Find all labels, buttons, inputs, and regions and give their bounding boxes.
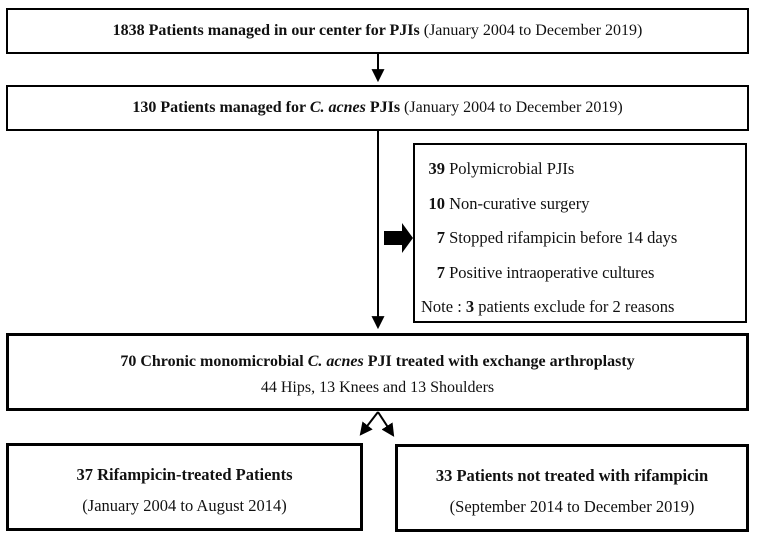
box-chronic-species: C. acnes xyxy=(307,353,364,370)
exclusion-row: 10 Non-curative surgery xyxy=(421,187,741,222)
box-total-patients-bold: 1838 Patients managed in our center for … xyxy=(112,22,420,39)
box-rifampicin-title: 37 Rifampicin-treated Patients xyxy=(76,465,293,484)
box-cacnes-species: C. acnes xyxy=(309,99,366,116)
box-no-rifampicin-title: 33 Patients not treated with rifampicin xyxy=(435,466,709,485)
box-rifampicin-dates: (January 2004 to August 2014) xyxy=(82,496,287,515)
exclusion-count: 39 xyxy=(428,159,446,178)
box-no-rifampicin: 33 Patients not treated with rifampicin … xyxy=(395,444,749,532)
exclusion-label: Positive intraoperative cultures xyxy=(445,262,655,282)
exclusion-count: 10 xyxy=(428,193,446,213)
box-no-rifampicin-dates: (September 2014 to December 2019) xyxy=(449,497,695,516)
exclusion-row: 7 Positive intraoperative cultures xyxy=(421,256,741,291)
exclusion-row: 39 Polymicrobial PJIs xyxy=(421,152,741,187)
exclusion-note-post: patients exclude for 2 reasons xyxy=(474,297,675,316)
box-chronic-line1: 70 Chronic monomicrobial C. acnes PJI tr… xyxy=(9,349,746,375)
box-rifampicin-treated: 37 Rifampicin-treated Patients (January … xyxy=(6,443,363,531)
exclusion-label: Non-curative surgery xyxy=(445,193,590,213)
box-chronic-pji: 70 Chronic monomicrobial C. acnes PJI tr… xyxy=(6,333,749,411)
exclusion-label: Stopped rifampicin before 14 days xyxy=(445,228,678,247)
box-chronic-bold-post: PJI treated with exchange arthroplasty xyxy=(363,353,635,370)
exclusion-count: 7 xyxy=(436,228,445,247)
box-total-patients: 1838 Patients managed in our center for … xyxy=(6,8,749,54)
box-chronic-bold-pre: 70 Chronic monomicrobial xyxy=(120,353,308,370)
exclusion-note-count: 3 xyxy=(465,297,475,316)
box-total-patients-dates: (January 2004 to December 2019) xyxy=(419,22,643,39)
arrow-split-left xyxy=(359,411,379,436)
box-cacnes-bold-post: PJIs xyxy=(365,99,401,116)
exclusion-row: 7 Stopped rifampicin before 14 days xyxy=(421,221,741,256)
box-cacnes-dates: (January 2004 to December 2019) xyxy=(400,99,623,116)
exclusion-note-pre: Note : xyxy=(421,297,466,316)
block-arrow-icon xyxy=(384,223,413,253)
arrow-split-right xyxy=(377,411,395,437)
box-chronic-line2: 44 Hips, 13 Knees and 13 Shoulders xyxy=(260,379,495,396)
box-exclusions: 39 Polymicrobial PJIs 10 Non-curative su… xyxy=(413,143,747,323)
box-cacnes-patients: 130 Patients managed for C. acnes PJIs (… xyxy=(6,85,749,131)
exclusion-label: Polymicrobial PJIs xyxy=(445,159,575,178)
box-cacnes-bold-pre: 130 Patients managed for xyxy=(132,99,310,116)
exclusion-note: Note : 3 patients exclude for 2 reasons xyxy=(421,290,741,325)
exclusion-count: 7 xyxy=(436,262,445,282)
